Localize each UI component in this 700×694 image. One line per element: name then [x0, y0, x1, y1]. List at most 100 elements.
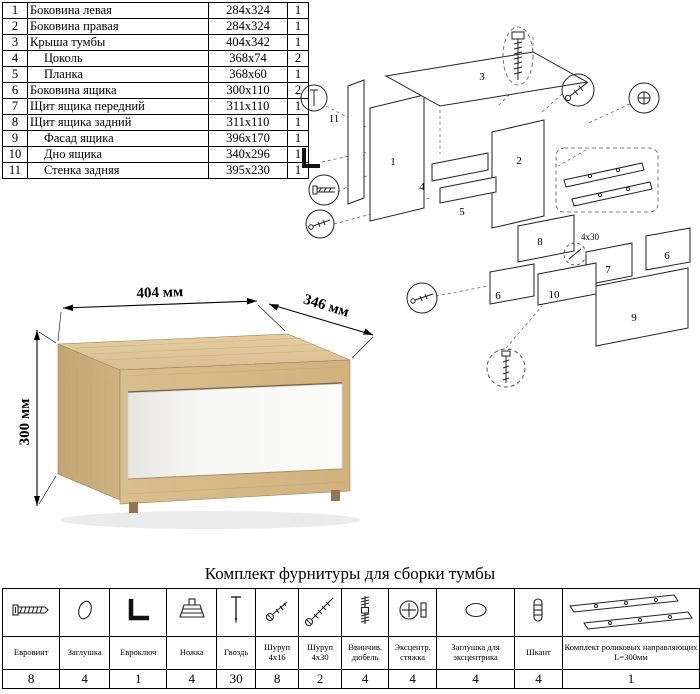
part-num: 8 [2, 114, 28, 131]
panel-plinth-4 [431, 152, 489, 182]
part-name: Дно ящика [27, 146, 209, 163]
part-label-2: 2 [516, 155, 522, 167]
exploded-assembly-diagram: 11 1 3 2 4 5 8 7 6 6 10 9 4x30 [300, 26, 691, 388]
panel-drawer-side-left-6 [489, 263, 535, 305]
kit-item-label: Шуруп 4x30 [298, 636, 343, 670]
part-size: 300x110 [208, 82, 288, 99]
part-name: Щит ящика задний [27, 114, 209, 131]
kit-item-label: Евровинт [1, 636, 61, 670]
hardware-callout-confirmat-icon [308, 174, 340, 206]
part-num: 7 [2, 98, 28, 115]
table-row: 1 Боковина левая 284x324 1 [2, 2, 309, 19]
parts-table: 1 Боковина левая 284x324 1 2 Боковина пр… [2, 2, 309, 179]
panel-back-11 [347, 79, 365, 205]
arrowhead-icon [269, 304, 279, 311]
kit-icon-cell [166, 588, 218, 637]
part-label-6-right: 6 [664, 250, 670, 262]
part-num: 2 [2, 18, 28, 35]
drawer-slide-detail [555, 147, 659, 213]
panel-drawer-side-right-6 [645, 227, 691, 271]
part-label-6-left: 6 [495, 290, 501, 302]
part-num: 4 [2, 50, 28, 67]
height-dimension: 300 мм [17, 330, 57, 506]
part-size: 284x324 [208, 18, 288, 35]
arrowhead-icon [247, 298, 257, 305]
hardware-callout-rail-screw-icon [406, 282, 438, 314]
hardware-callout-euroscrew-icon [561, 73, 595, 107]
table-row: 5 Планка 368x60 1 [2, 66, 309, 83]
nail-icon [231, 596, 242, 624]
leg-bolt-detail [502, 26, 534, 86]
part-size: 396x170 [208, 130, 288, 147]
kit-title: Комплект фурнитуры для сборки тумбы [204, 564, 496, 583]
kit-item-qty: 4 [436, 669, 515, 689]
kit-icon-cell [561, 588, 700, 637]
kit-item-qty: 8 [1, 669, 61, 689]
drawer-groove [127, 382, 343, 393]
width-dimension: 404 мм [57, 284, 286, 342]
kit-item-qty: 4 [341, 669, 390, 689]
part-label-3: 3 [479, 71, 485, 83]
part-name: Крыша тумбы [27, 34, 209, 51]
hexkey-icon [128, 599, 150, 621]
kit-item-qty: 8 [255, 669, 300, 689]
panel-drawer-back-8 [517, 214, 575, 263]
part-num: 5 [2, 66, 28, 83]
part-num: 3 [2, 34, 28, 51]
cap-icon [77, 600, 92, 620]
kit-icons-row [1, 588, 700, 637]
kit-icon-cell [388, 588, 438, 637]
table-row: 10 Дно ящика 340x296 1 [2, 146, 309, 163]
panel-drawer-bottom-10 [537, 262, 597, 306]
kit-item-label: Гвоздь [216, 636, 257, 670]
part-name: Стенка задняя [27, 162, 209, 179]
kit-item-qty: 4 [59, 669, 111, 689]
part-size: 311x110 [208, 114, 288, 131]
hardware-callout-nail-icon [300, 84, 328, 112]
panel-facade-9 [595, 267, 689, 347]
hardware-callout-cam-icon [628, 82, 660, 114]
hex-key-icon [302, 148, 320, 168]
kit-table: Евровинт Заглушка Евроключ Ножка Гвоздь … [1, 588, 700, 689]
part-size: 340x296 [208, 146, 288, 163]
part-label-4: 4 [419, 181, 425, 193]
hardware-callout-bottom-screw-icon [486, 348, 526, 388]
arrowhead-icon [363, 328, 373, 335]
hardware-callout-screw-icon [305, 209, 335, 239]
part-labels: 11 1 3 2 4 5 8 7 6 6 10 9 4x30 [329, 71, 671, 324]
part-name: Боковина левая [27, 2, 209, 19]
part-label-5: 5 [459, 206, 465, 218]
arrowhead-icon [34, 496, 40, 506]
part-num: 6 [2, 82, 28, 99]
part-qty: 1 [287, 98, 309, 115]
kit-item-label: Ножка [166, 636, 218, 670]
table-row: 8 Щит ящика задний 311x110 1 [2, 114, 309, 131]
kit-icon-cell [59, 588, 111, 637]
part-name: Боковина правая [27, 18, 209, 35]
table-row: 6 Боковина ящика 300x110 2 [2, 82, 309, 99]
panel-side-right-2 [491, 119, 545, 229]
part-label-1: 1 [390, 156, 396, 168]
nightstand-render: 404 мм 346 мм 300 мм [17, 284, 374, 529]
kit-icon-cell [109, 588, 168, 637]
kit-item-qty: 4 [514, 669, 563, 689]
part-label-10: 10 [549, 289, 561, 301]
part-name: Фасад ящика [27, 130, 209, 147]
part-name: Боковина ящика [27, 82, 209, 99]
panel-plank-5 [439, 176, 497, 204]
kit-icon-cell [514, 588, 563, 637]
kit-item-label: Комплект роликовых направляющих L=300мм [561, 636, 700, 670]
table-row: 7 Щит ящика передний 311x110 1 [2, 98, 309, 115]
part-name: Щит ящика передний [27, 98, 209, 115]
part-size: 395x230 [208, 162, 288, 179]
leg-icon [178, 598, 205, 618]
dowel-icon [533, 598, 544, 622]
table-row: 3 Крыша тумбы 404x342 1 [2, 34, 309, 51]
kit-item-qty: 2 [298, 669, 343, 689]
kit-labels-row: Евровинт Заглушка Евроключ Ножка Гвоздь … [1, 636, 700, 670]
kit-qty-row: 8 4 1 4 30 8 2 4 4 4 4 1 [1, 669, 700, 689]
part-num: 10 [2, 146, 28, 163]
panel-top-3 [384, 51, 589, 107]
width-label: 404 мм [136, 284, 183, 302]
part-size: 368x60 [208, 66, 288, 83]
